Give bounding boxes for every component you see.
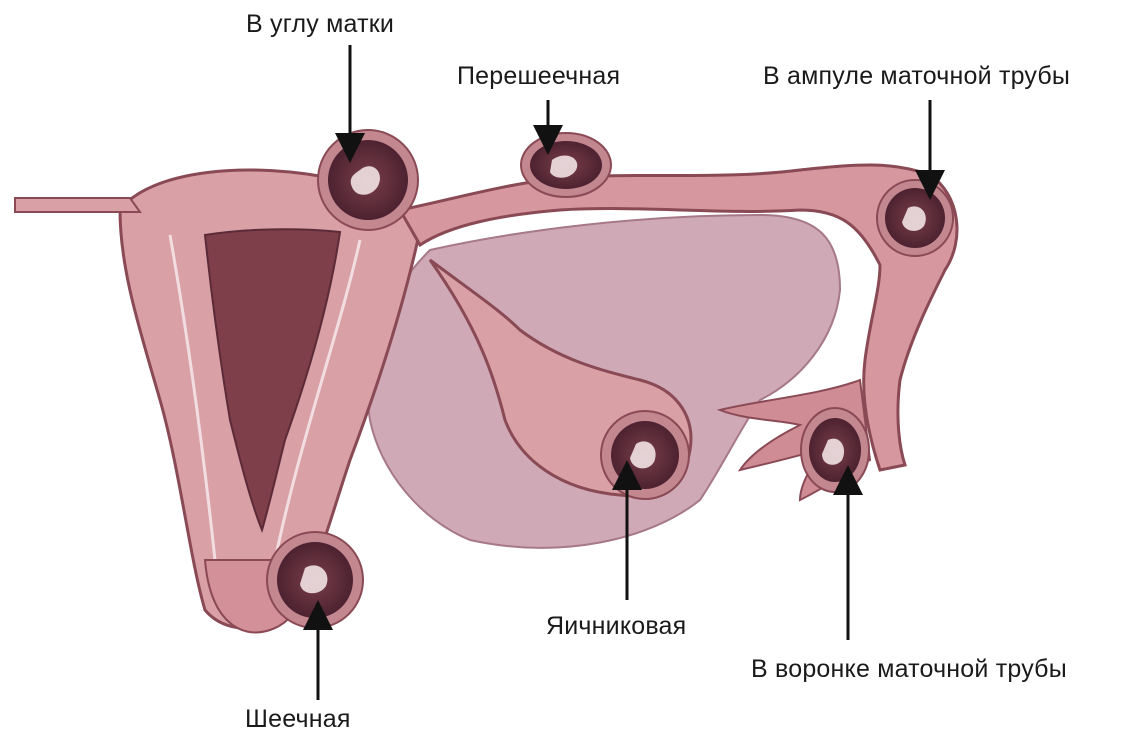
left-round-ligament xyxy=(15,198,140,212)
label-uterine-angle: В углу матки xyxy=(246,10,394,39)
sac-cervical xyxy=(267,532,363,628)
sac-ampulla xyxy=(877,180,953,256)
label-cervical: Шеечная xyxy=(245,705,351,734)
sac-ovarian xyxy=(601,411,689,499)
sac-isthmic xyxy=(521,133,611,197)
label-ovarian: Яичниковая xyxy=(546,612,686,641)
sac-infundibulum xyxy=(801,408,869,492)
label-isthmic: Перешеечная xyxy=(457,62,620,91)
label-infundibulum: В воронке маточной трубы xyxy=(751,655,1067,684)
sac-uterine-angle xyxy=(318,130,418,230)
label-ampulla: В ампуле маточной трубы xyxy=(763,62,1070,91)
